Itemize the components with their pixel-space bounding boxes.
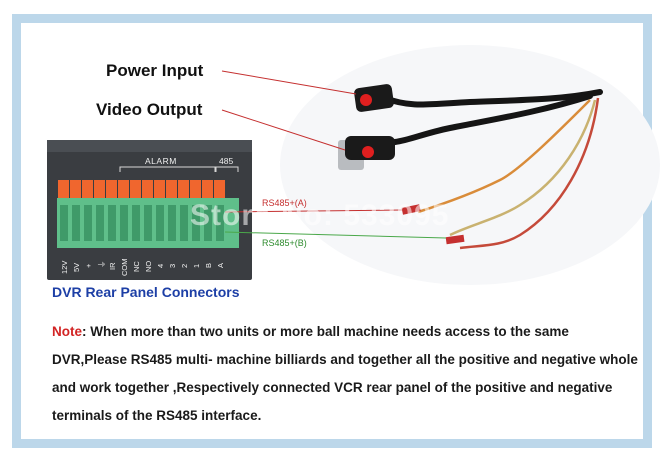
- black-cable-main: [382, 89, 603, 108]
- terminal-label: 5V: [72, 262, 81, 272]
- rs485-label: 485: [219, 156, 234, 166]
- power-input-label: Power Input: [106, 61, 204, 80]
- rs485-a-label: RS485+(A): [262, 198, 307, 208]
- terminal-slots: [60, 205, 224, 241]
- power-connector: [354, 84, 394, 112]
- background-ellipse: [280, 45, 660, 285]
- wire-orange: [417, 99, 591, 214]
- video-output-label: Video Output: [96, 100, 203, 119]
- store-watermark: Store No: 533095: [190, 199, 450, 232]
- rs485-bracket: [215, 166, 239, 172]
- wire-red: [459, 97, 600, 250]
- note-label: Note: [52, 324, 82, 339]
- ferrule-a: [401, 204, 421, 215]
- terminal-label: NC: [132, 261, 141, 272]
- rs485-a-leader: [224, 209, 403, 213]
- ferrule-b: [445, 234, 465, 245]
- rs485-b-leader: [224, 231, 447, 239]
- terminal-label: 12V: [60, 260, 69, 274]
- terminal-label: 1: [192, 263, 201, 268]
- power-leader: [221, 70, 357, 95]
- rs485-b-label: RS485+(B): [262, 238, 307, 248]
- terminal-label: A: [216, 262, 225, 268]
- video-connector: [338, 136, 395, 170]
- terminal-levers: [58, 180, 225, 198]
- video-leader: [221, 109, 346, 151]
- terminal-label: 3: [168, 263, 177, 268]
- terminal-label: IR: [108, 262, 117, 271]
- terminal-label: 4: [156, 263, 165, 268]
- black-cable-video: [392, 93, 593, 145]
- terminal-label: NO: [144, 260, 153, 272]
- terminal-label: ⏚: [97, 260, 106, 269]
- terminal-label: +: [84, 263, 93, 268]
- terminal-label: 2: [180, 263, 189, 268]
- wire-yellow: [449, 99, 597, 237]
- alarm-bracket: [119, 166, 216, 172]
- dvr-panel-highlight: [47, 140, 252, 152]
- terminal-label: B: [204, 262, 213, 268]
- terminal-label: COM: [120, 258, 129, 277]
- panel-caption: DVR Rear Panel Connectors: [52, 284, 240, 300]
- note-text: : When more than two units or more ball …: [52, 324, 638, 423]
- alarm-label: ALARM: [145, 156, 177, 166]
- note-paragraph: Note: When more than two units or more b…: [52, 318, 642, 430]
